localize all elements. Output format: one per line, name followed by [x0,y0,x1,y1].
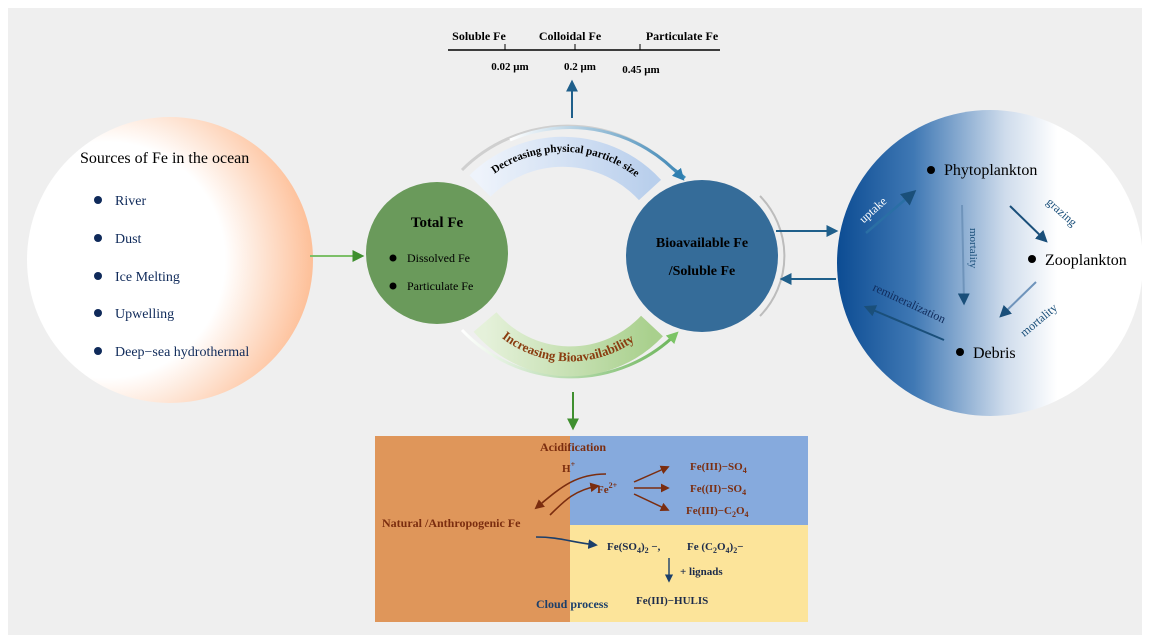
arrow-mortality-phyto [957,204,970,306]
label-mortality: mortality [967,228,979,269]
complex-2-post: ) [730,541,734,553]
bioavailable-line1: Bioavailable Fe [656,236,748,251]
total-fe-item: Particulate Fe [407,279,473,293]
bullet-icon [94,309,102,317]
arrow-product [633,493,670,512]
bullet-icon [927,166,935,174]
sources-title: Sources of Fe in the ocean [80,150,249,167]
lignads-label: + lignads [680,566,723,578]
source-item: Deep−sea hydrothermal [115,345,249,360]
complex-1-post: ) [641,541,645,553]
complex-1-tail: −, [649,541,661,553]
product-2-pre: Fe((II)−SO [690,483,743,495]
complex-2-sub2: 4 [726,546,730,555]
total-fe-item: Dissolved Fe [407,251,470,265]
complex-1: Fe(SO4)2 −, [607,541,661,555]
source-fe-label: Natural /Anthropogenic Fe [382,516,521,530]
product-3-mid: O [736,505,745,517]
product-3: Fe(III)−C2O4 [686,505,749,519]
source-item: Ice Melting [115,270,180,285]
product-3-pre: Fe(III)−C [686,505,732,517]
source-item: Upwelling [115,307,174,322]
h-plus-base: H [562,463,571,475]
fe2-sup: 2+ [609,481,618,490]
top-band [469,136,662,201]
h-plus-sup: + [571,460,576,469]
bullet-icon [94,196,102,204]
bullet-icon [389,254,397,262]
source-item: River [115,194,146,209]
complex-1-pre: Fe(SO [607,541,637,553]
product-2-sub: 4 [742,488,746,497]
complex-1-sub: 4 [637,546,641,555]
central-cycle: Decreasing physical particle size Increa… [366,124,786,379]
bullet-icon [389,282,397,290]
sources-list: River Dust Ice Melting Upwelling Deep−se… [94,194,249,360]
bioavailable-outline [759,195,786,317]
bottom-band [473,311,663,377]
arrow-grazing [1009,205,1048,243]
blue-box [570,436,808,525]
arrow-h-to-source [534,473,607,510]
bullet-icon [1028,255,1036,263]
bioavailable-line2: /Soluble Fe [668,264,736,279]
orange-box [375,436,570,622]
node-zooplankton: Zooplankton [1045,252,1127,269]
hulis-label: Fe(III)−HULIS [636,595,708,607]
cloud-process-label: Cloud process [536,597,608,611]
acidification-label: Acidification [540,440,606,454]
fe2-base: Fe [597,484,609,496]
product-3-sub: 2 [732,510,736,519]
arrow-mortality-zoo [999,281,1037,318]
fe2-label: Fe2+ [597,481,618,496]
scale-tick-label: 0.2 μm [564,61,596,73]
product-3-sub2: 4 [745,510,749,519]
arrow-to-complexes [535,536,598,549]
size-scale: Soluble Fe Colloidal Fe Particulate Fe 0… [448,29,720,76]
foodweb-circle [837,110,1143,416]
outer-blue-arc [509,126,685,181]
product-1-sub: 4 [743,466,747,475]
complex-2-mid: O [717,541,726,553]
bullet-icon [956,348,964,356]
source-item: Dust [115,232,142,247]
total-fe-circle [366,182,508,324]
bullet-icon [94,272,102,280]
node-phytoplankton: Phytoplankton [944,162,1037,179]
sources-circle [27,117,313,403]
product-1-pre: Fe(III)−SO [690,461,743,473]
product-1: Fe(III)−SO4 [690,461,747,475]
product-2: Fe((II)−SO4 [690,483,746,497]
node-debris: Debris [973,345,1016,362]
arrow-source-to-fe2 [549,482,600,516]
bullet-icon [94,234,102,242]
scale-tick-label: 0.45 μm [622,64,659,76]
arrow-remineralization [863,305,945,341]
scale-label-particulate: Particulate Fe [646,29,719,43]
arrow-uptake [865,190,917,234]
chemistry-panel: Acidification H+ Fe2+ Fe(III)−SO4 Fe((II… [375,436,808,622]
scale-label-colloidal: Colloidal Fe [539,29,602,43]
complex-2: Fe (C2O4)2− [687,541,743,555]
scale-label-soluble: Soluble Fe [452,29,506,43]
arrow-product [633,465,670,483]
total-fe-title: Total Fe [411,215,464,231]
scale-tick-label: 0.02 μm [491,61,528,73]
complex-1-sub2: 2 [645,546,649,555]
complex-2-tail: − [737,541,743,553]
complex-2-sub3: 2 [733,546,737,555]
complex-2-sub: 2 [713,546,717,555]
bullet-icon [94,347,102,355]
h-plus: H+ [562,460,576,475]
complex-2-pre: Fe (C [687,541,713,553]
outer-green-arc [460,328,679,379]
yellow-box [570,525,808,622]
bioavailable-circle [626,180,778,332]
